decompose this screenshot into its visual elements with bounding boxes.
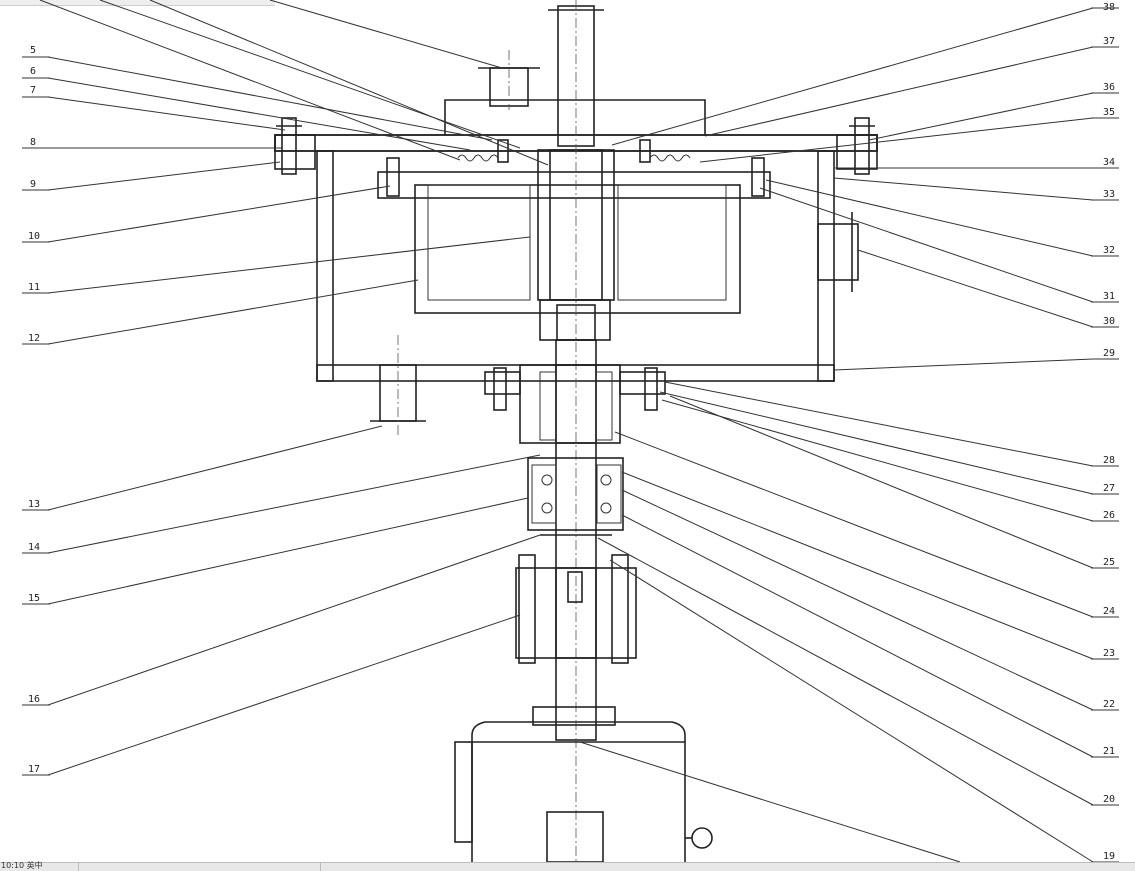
callout-34: 34 xyxy=(1091,157,1119,169)
callout-8: 8 xyxy=(22,137,50,149)
callout-label: 28 xyxy=(1103,455,1115,466)
callout-12: 12 xyxy=(22,333,50,345)
callout-7: 7 xyxy=(22,85,50,98)
callout-25: 25 xyxy=(1091,557,1119,569)
callout-label: 20 xyxy=(1103,794,1115,805)
bearing-housing xyxy=(527,457,624,536)
callout-label: 10 xyxy=(28,231,40,242)
callout-37: 37 xyxy=(1091,36,1119,48)
callout-label: 32 xyxy=(1103,245,1115,256)
coupling xyxy=(515,554,637,664)
status-separator xyxy=(78,863,79,871)
callout-label: 23 xyxy=(1103,648,1115,659)
callout-36: 36 xyxy=(1091,82,1119,94)
callout-label: 24 xyxy=(1103,606,1115,617)
callout-label: 36 xyxy=(1103,82,1115,93)
callout-30: 30 xyxy=(1091,316,1119,328)
motor xyxy=(454,706,713,863)
callout-22: 22 xyxy=(1091,699,1119,711)
callout-label: 11 xyxy=(28,282,40,293)
callout-20: 20 xyxy=(1091,794,1119,806)
right-leaders xyxy=(579,7,1094,863)
callout-label: 26 xyxy=(1103,510,1115,521)
callout-33: 33 xyxy=(1091,189,1119,201)
left-leaders xyxy=(39,0,549,776)
callout-35: 35 xyxy=(1091,107,1119,119)
status-bar: 10:10 英中 xyxy=(0,861,1135,871)
callout-15: 15 xyxy=(22,593,50,605)
callout-5: 5 xyxy=(22,45,50,58)
callout-6: 6 xyxy=(22,66,50,79)
callout-9: 9 xyxy=(22,179,50,191)
main-shaft xyxy=(537,0,615,862)
status-separator xyxy=(320,863,321,871)
callout-label: 33 xyxy=(1103,189,1115,200)
callout-label: 14 xyxy=(28,542,40,553)
callout-label: 25 xyxy=(1103,557,1115,568)
callout-label: 8 xyxy=(30,137,36,148)
callout-10: 10 xyxy=(22,231,50,243)
callout-label: 17 xyxy=(28,764,40,775)
callout-17: 17 xyxy=(22,764,50,776)
status-clock: 10:10 英中 xyxy=(1,861,43,870)
callout-label: 12 xyxy=(28,333,40,344)
callout-label: 5 xyxy=(30,45,36,56)
callout-13: 13 xyxy=(22,499,50,511)
callout-26: 26 xyxy=(1091,510,1119,522)
cover-bolts xyxy=(276,117,875,175)
callout-label: 31 xyxy=(1103,291,1115,302)
callout-label: 30 xyxy=(1103,316,1115,327)
callout-label: 9 xyxy=(30,179,36,190)
left-callouts: 5 6 7 8 9 10 11 12 13 14 15 16 17 xyxy=(22,45,50,776)
callout-label: 37 xyxy=(1103,36,1115,47)
callout-27: 27 xyxy=(1091,483,1119,495)
callout-label: 16 xyxy=(28,694,40,705)
callout-label: 22 xyxy=(1103,699,1115,710)
callout-19: 19 xyxy=(1091,851,1119,863)
callout-24: 24 xyxy=(1091,606,1119,618)
callout-14: 14 xyxy=(22,542,50,554)
seal-housing xyxy=(484,364,666,444)
callout-label: 34 xyxy=(1103,157,1115,168)
rotor-basket xyxy=(377,157,771,341)
callout-label: 13 xyxy=(28,499,40,510)
callout-16: 16 xyxy=(22,694,50,706)
callout-32: 32 xyxy=(1091,245,1119,257)
callout-label: 29 xyxy=(1103,348,1115,359)
callout-label: 27 xyxy=(1103,483,1115,494)
callout-23: 23 xyxy=(1091,648,1119,660)
callout-11: 11 xyxy=(22,282,50,294)
callout-31: 31 xyxy=(1091,291,1119,303)
callout-label: 6 xyxy=(30,66,36,77)
callout-21: 21 xyxy=(1091,746,1119,758)
callout-label: 19 xyxy=(1103,851,1115,862)
callout-label: 35 xyxy=(1103,107,1115,118)
callout-38: 38 xyxy=(1091,2,1119,13)
callout-29: 29 xyxy=(1091,348,1119,360)
callout-label: 21 xyxy=(1103,746,1115,757)
right-callouts: 38 37 36 35 34 33 32 31 30 29 28 27 26 2… xyxy=(1091,2,1119,863)
top-hood xyxy=(444,50,706,135)
callout-label: 7 xyxy=(30,85,36,96)
window-top-strip xyxy=(0,0,275,6)
callout-label: 15 xyxy=(28,593,40,604)
callout-28: 28 xyxy=(1091,455,1119,467)
